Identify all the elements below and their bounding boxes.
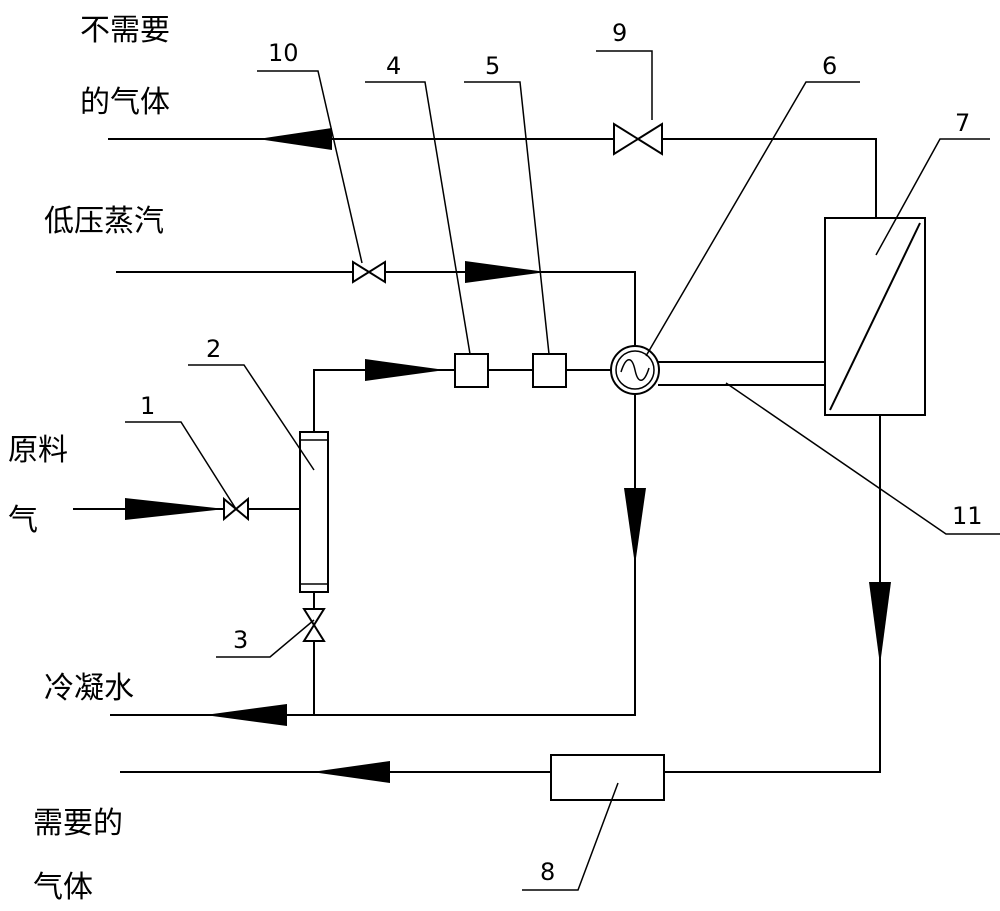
number-2: 2 xyxy=(206,335,221,363)
membrane-separator-7 xyxy=(824,217,926,416)
leader-7 xyxy=(875,138,990,256)
number-8: 8 xyxy=(540,858,555,886)
arrow-wanted-gas-left xyxy=(312,761,390,783)
arrow-membrane-down xyxy=(869,582,891,665)
leader-10 xyxy=(257,70,363,264)
leader-11 xyxy=(725,382,1000,535)
heat-exchanger-6 xyxy=(610,345,660,395)
number-1: 1 xyxy=(140,392,155,420)
valve-10 xyxy=(352,260,386,284)
arrow-steam-right xyxy=(465,261,546,283)
pipe-unwanted-gas xyxy=(108,138,877,218)
arrow-to-filter-right xyxy=(365,359,445,381)
number-5: 5 xyxy=(485,52,500,80)
filter-4 xyxy=(454,353,489,388)
number-6: 6 xyxy=(822,52,837,80)
pipe-column-to-filters xyxy=(313,369,455,432)
label-low-pressure-steam: 低压蒸汽 xyxy=(44,204,164,239)
pipe-low-pressure-steam xyxy=(116,271,636,345)
arrow-exchanger-down xyxy=(624,488,646,565)
number-11: 11 xyxy=(952,502,983,530)
number-4: 4 xyxy=(386,52,401,80)
arrow-condensate-left xyxy=(205,704,287,726)
leader-6 xyxy=(645,81,860,357)
number-3: 3 xyxy=(233,626,248,654)
leader-8 xyxy=(522,782,619,891)
pipe-condensate xyxy=(110,395,636,716)
column-2 xyxy=(299,431,329,593)
leader-2 xyxy=(188,364,315,471)
valve-1 xyxy=(223,496,249,522)
number-9: 9 xyxy=(612,19,627,47)
leader-4 xyxy=(365,81,471,355)
leader-5 xyxy=(464,81,550,355)
number-10: 10 xyxy=(268,39,299,67)
leader-3 xyxy=(216,619,315,658)
label-wanted-gas-line2: 气体 xyxy=(33,870,93,905)
leader-9 xyxy=(596,50,653,120)
number-7: 7 xyxy=(955,109,970,137)
arrow-feed-right xyxy=(125,498,225,520)
arrow-unwanted-gas-left xyxy=(258,128,332,150)
leader-1 xyxy=(125,421,237,510)
filter-5 xyxy=(532,353,567,388)
label-feed-gas-line1: 原料 xyxy=(8,433,68,468)
pipe-membrane-to-product xyxy=(664,415,881,773)
label-feed-gas-line2: 气 xyxy=(8,503,38,538)
label-unwanted-gas-line2: 的气体 xyxy=(80,85,170,120)
valve-9 xyxy=(613,122,663,156)
label-condensate-water: 冷凝水 xyxy=(44,671,134,706)
valve-3 xyxy=(302,608,326,642)
product-unit-8 xyxy=(550,754,665,801)
label-unwanted-gas-line1: 不需要 xyxy=(80,13,170,48)
label-wanted-gas-line1: 需要的 xyxy=(33,806,123,841)
